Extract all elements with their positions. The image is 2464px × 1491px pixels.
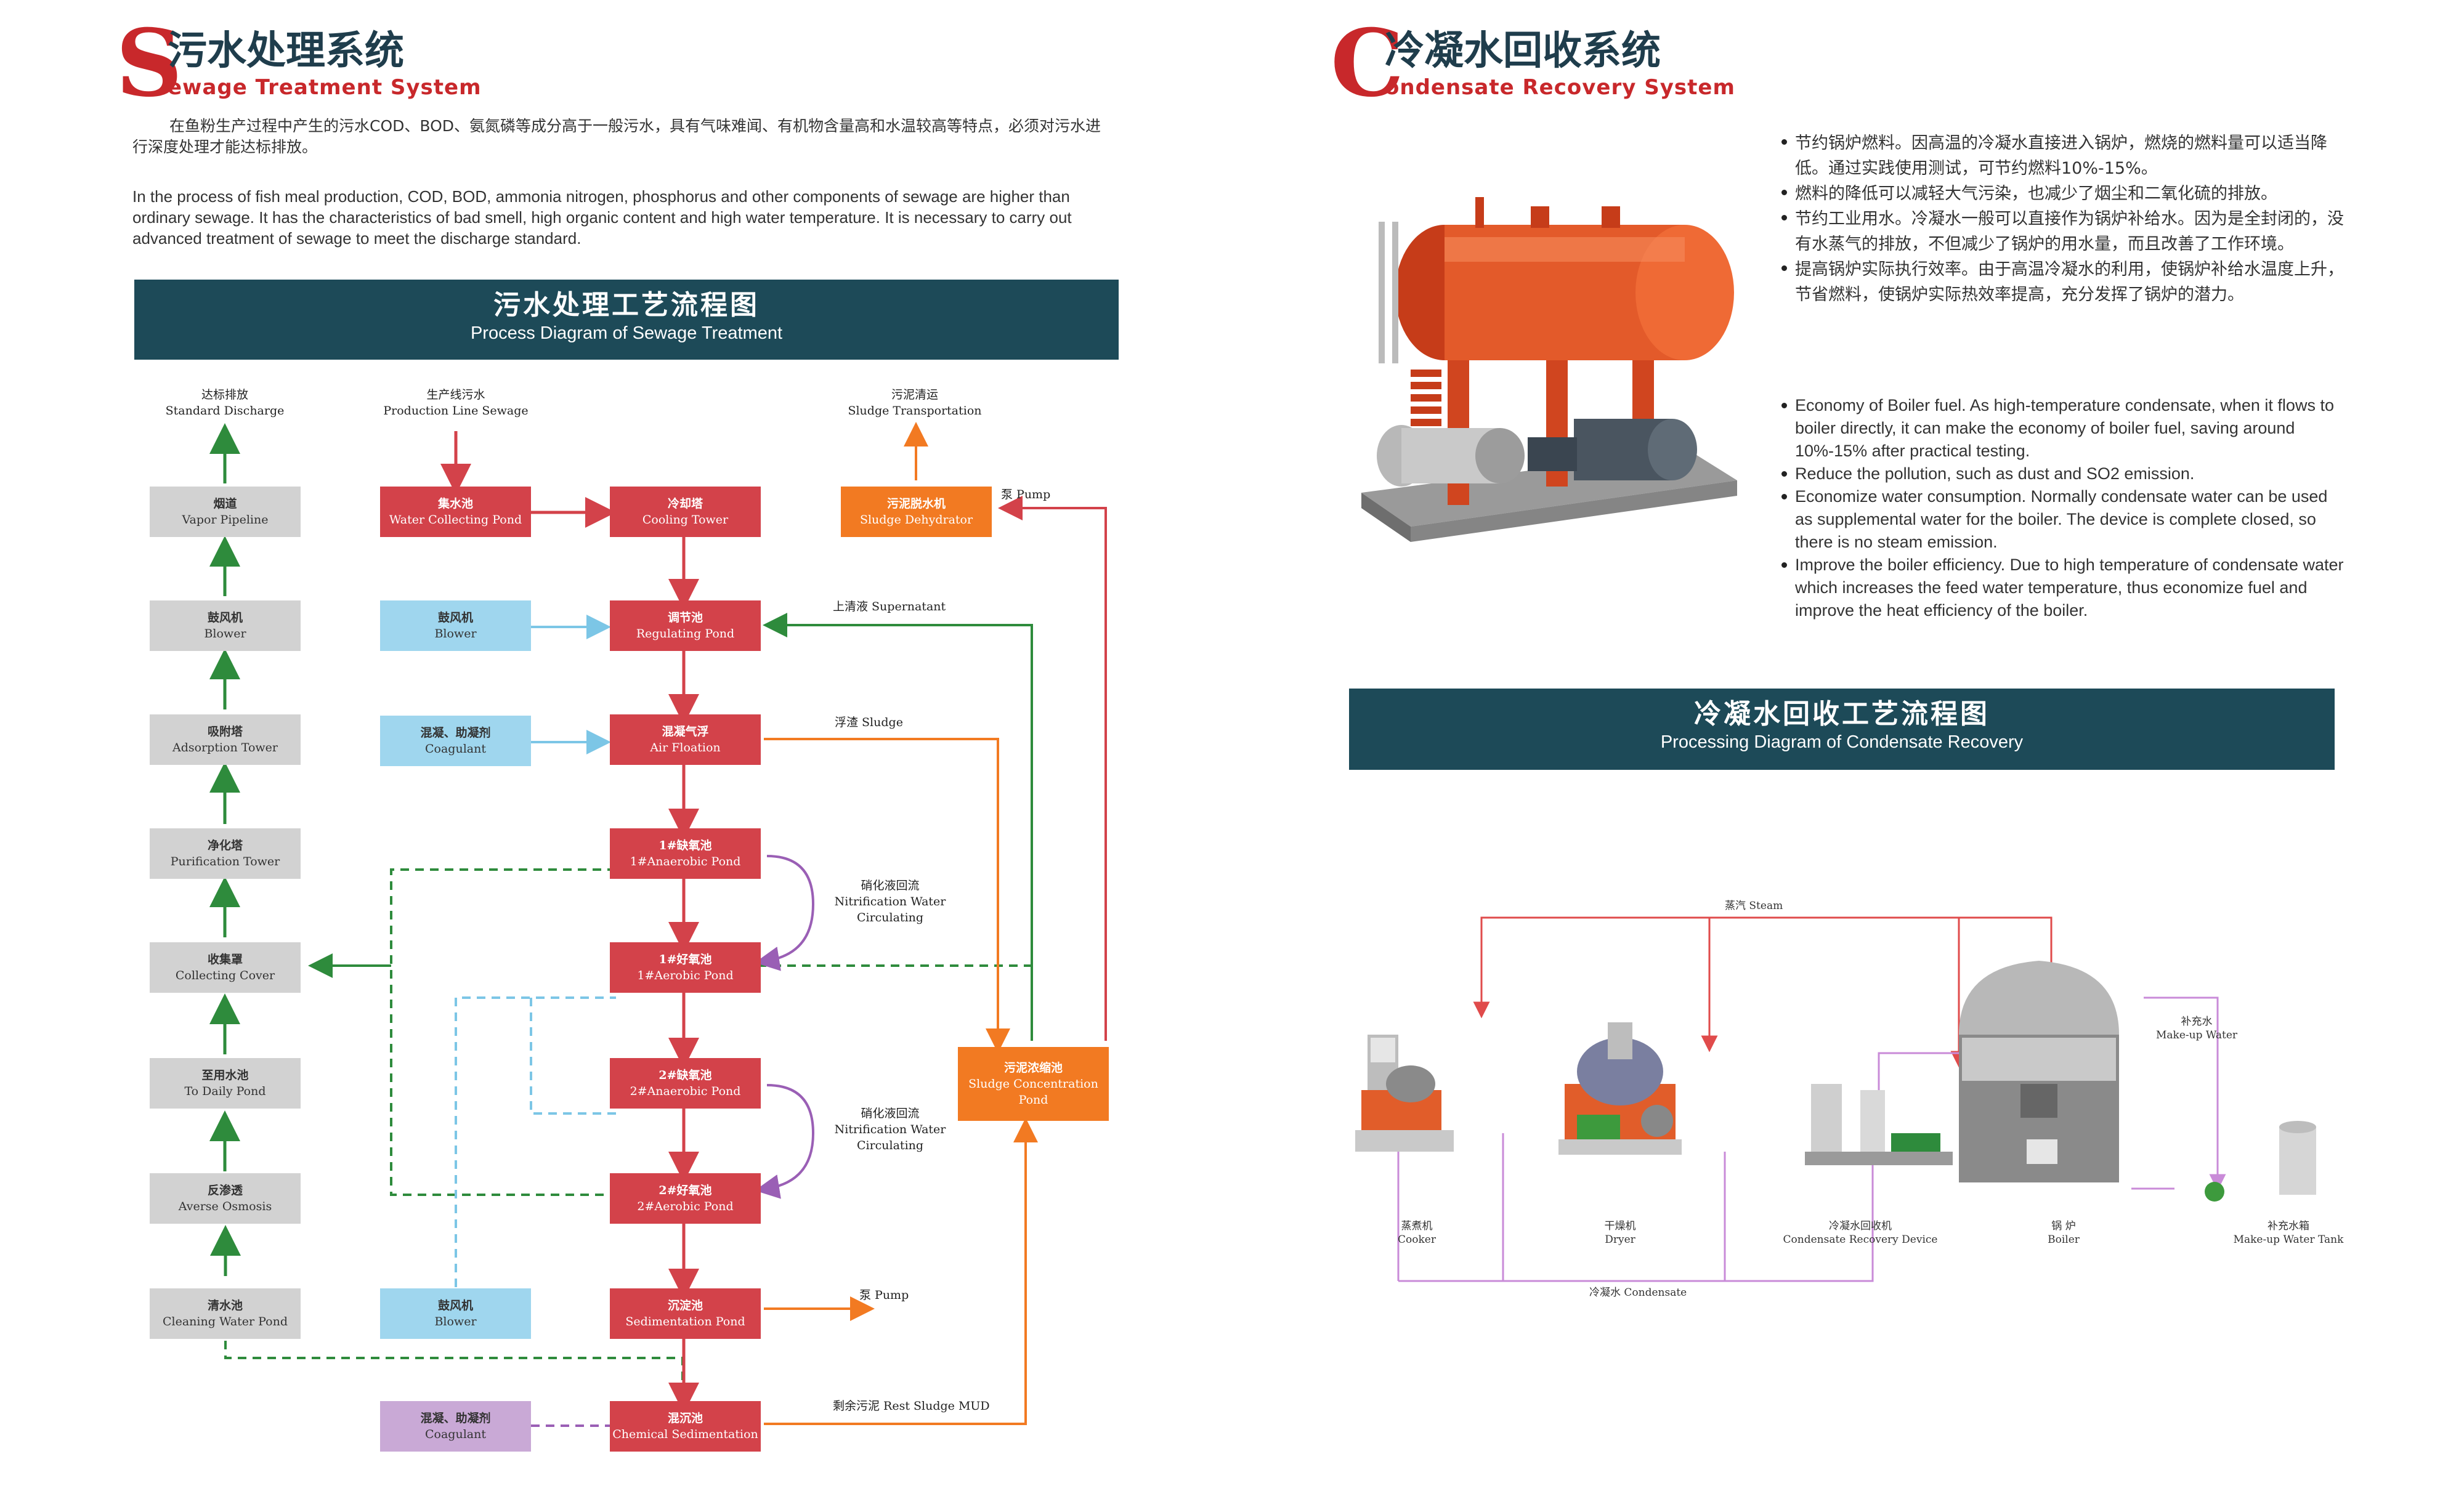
sewage-title-en: ewage Treatment System <box>168 75 482 100</box>
benefit-en-item: Economize water consumption. Normally co… <box>1780 485 2347 554</box>
label-rest-sludge: 剩余污泥 Rest Sludge MUD <box>833 1399 990 1413</box>
sewage-title-cn: 污水处理系统 <box>168 28 404 74</box>
condensate-recovery-unit-illustration <box>1361 197 1737 542</box>
sewage-flow-connectors <box>209 422 1107 1427</box>
benefit-en-item: Economy of Boiler fuel. As high-temperat… <box>1780 394 2347 463</box>
label-pump-top: 泵 Pump <box>1001 488 1051 501</box>
sewage-banner-en: Process Diagram of Sewage Treatment <box>470 323 783 343</box>
condensate-initial-letter: C <box>1331 9 1404 118</box>
dryer-icon <box>1558 1022 1682 1155</box>
condensate-title-cn: 冷凝水回收系统 <box>1385 28 1661 74</box>
sewage-intro-en: In the process of fish meal production, … <box>132 187 1072 248</box>
make-up-water-tank-icon <box>2205 1121 2316 1202</box>
condensate-title-en: ondensate Recovery System <box>1385 75 1735 100</box>
boiler-icon <box>1959 961 2119 1182</box>
sewage-diagram-banner: 污水处理工艺流程图 Process Diagram of Sewage Trea… <box>134 280 1119 360</box>
benefit-en-item: Improve the boiler efficiency. Due to hi… <box>1780 554 2347 622</box>
benefit-cn-item: 节约锅炉燃料。因高温的冷凝水直接进入锅炉，燃烧的燃料量可以适当降低。通过实践使用… <box>1780 131 2347 181</box>
condensate-process-diagram <box>1355 916 2316 1282</box>
label-pump-mid: 泵 Pump <box>859 1288 909 1302</box>
sewage-intro-cn: 在鱼粉生产过程中产生的污水COD、BOD、氨氮磷等成分高于一般污水，具有气味难闻… <box>132 117 1101 156</box>
label-condensate: 冷凝水 Condensate <box>1589 1287 1687 1299</box>
benefit-cn-item: 提高锅炉实际执行效率。由于高温冷凝水的利用，使锅炉补给水温度上升，节省燃料，使锅… <box>1780 257 2347 307</box>
condensate-benefits-en: Economy of Boiler fuel. As high-temperat… <box>1780 394 2347 622</box>
label-sludge: 浮渣 Sludge <box>835 716 903 729</box>
benefit-en-item: Reduce the pollution, such as dust and S… <box>1780 463 2347 485</box>
condensate-diagram-banner: 冷凝水回收工艺流程图 Processing Diagram of Condens… <box>1349 689 2335 770</box>
sewage-initial-letter: S <box>116 9 183 118</box>
condensate-recovery-device-icon <box>1805 1084 1953 1165</box>
condensate-banner-cn: 冷凝水回收工艺流程图 <box>1694 698 1990 730</box>
condensate-banner-en: Processing Diagram of Condensate Recover… <box>1660 732 2024 752</box>
label-supernatant: 上清液 Supernatant <box>833 600 946 613</box>
sewage-banner-cn: 污水处理工艺流程图 <box>493 289 760 321</box>
benefit-cn-item: 燃料的降低可以减轻大气污染，也减少了烟尘和二氧化硫的排放。 <box>1780 181 2347 206</box>
condensate-benefits-cn: 节约锅炉燃料。因高温的冷凝水直接进入锅炉，燃烧的燃料量可以适当降低。通过实践使用… <box>1780 131 2347 307</box>
label-steam: 蒸汽 Steam <box>1725 900 1783 912</box>
benefit-cn-item: 节约工业用水。冷凝水一般可以直接作为锅炉补给水。因为是全封闭的，没有水蒸气的排放… <box>1780 206 2347 257</box>
cooker-icon <box>1355 1035 1454 1152</box>
